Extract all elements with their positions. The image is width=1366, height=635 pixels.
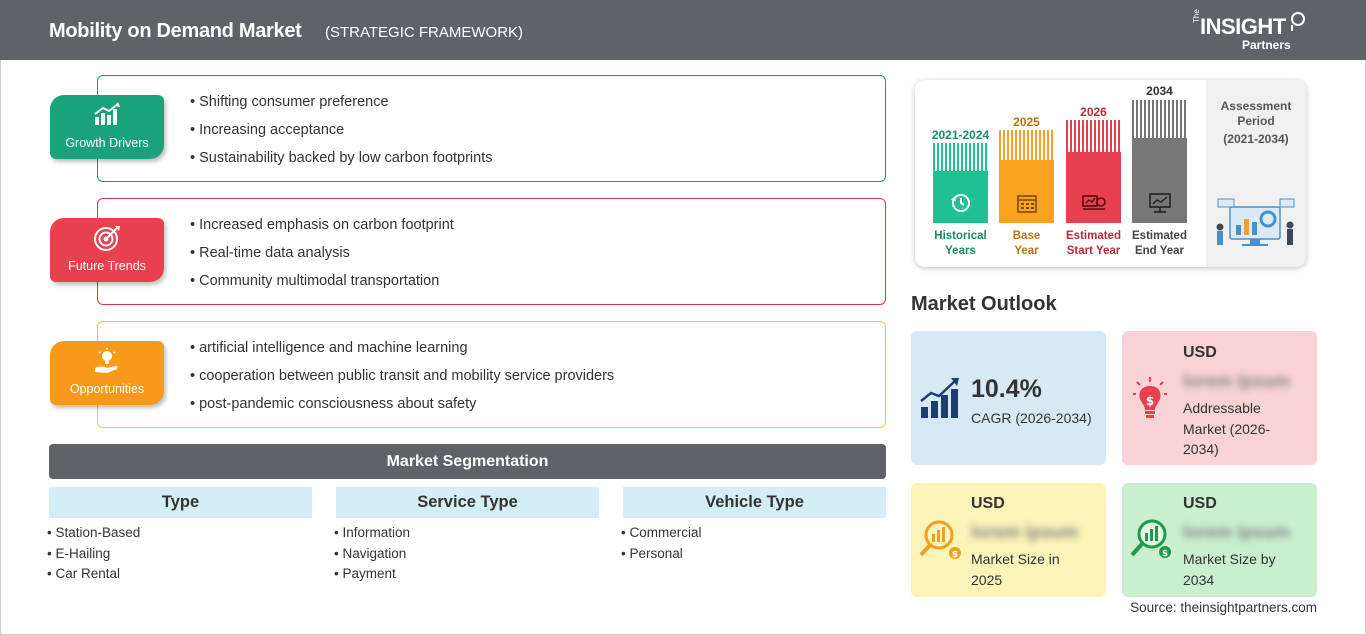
- assessment-range: (2021-2034): [1223, 132, 1289, 146]
- start-year-icon: [1082, 195, 1106, 210]
- year-caption: Estimated End Year: [1112, 229, 1207, 259]
- growth-chart-icon: [94, 102, 120, 125]
- svg-text:$: $: [1162, 549, 1168, 559]
- target-icon: [94, 226, 120, 251]
- year-label: 2021-2024: [931, 128, 990, 142]
- segment-item: Payment: [334, 566, 599, 587]
- size-2025-label: Market Size in 2025: [971, 551, 1060, 588]
- page-title: Mobility on Demand Market: [49, 20, 302, 42]
- year-caption: Estimated Start Year: [1046, 229, 1141, 259]
- assessment-period-panel: Assessment Period (2021-2034): [1206, 80, 1306, 267]
- market-outlook-title: Market Outlook: [911, 293, 1057, 315]
- header-bar: Mobility on Demand Market (STRATEGIC FRA…: [0, 0, 1366, 60]
- logo-sub: Partners: [1242, 38, 1291, 52]
- year-bar: [1066, 120, 1121, 223]
- magnifier-chart-icon: $: [1130, 519, 1171, 559]
- magnifier-chart-icon: $: [919, 520, 961, 560]
- growth-bars-icon: [920, 378, 959, 418]
- list-item: cooperation between public transit and m…: [190, 368, 614, 396]
- year-end: 2034 Estimated End Year: [1132, 80, 1187, 267]
- growth-drivers-box: Shifting consumer preference Increasing …: [97, 75, 886, 182]
- future-trends-box: Increased emphasis on carbon footprint R…: [97, 198, 886, 305]
- list-item: artificial intelligence and machine lear…: [190, 340, 614, 368]
- year-start: 2026 Estimated Start Year: [1066, 80, 1121, 267]
- size-2034-label: Market Size by 2034: [1183, 551, 1276, 588]
- segment-item: Information: [334, 525, 599, 546]
- year-caption: Historical Years: [913, 229, 1008, 259]
- segment-item: Navigation: [334, 546, 599, 567]
- list-item: Increasing acceptance: [190, 122, 493, 150]
- cagr-label: CAGR (2026-2034): [971, 410, 1092, 426]
- list-item: Real-time data analysis: [190, 245, 454, 273]
- year-caption-line1: Estimated: [1132, 230, 1187, 242]
- analytics-people-icon: [1216, 198, 1295, 246]
- list-item: Sustainability backed by low carbon foot…: [190, 150, 492, 178]
- insight-partners-logo[interactable]: The INSIGHT Partners: [1192, 9, 1312, 53]
- year-label: 2025: [1013, 115, 1040, 129]
- segment-item: Car Rental: [47, 566, 312, 587]
- opportunities-label: Opportunities: [69, 382, 145, 396]
- year-historical: 2021-2024 Historical Years: [932, 80, 989, 267]
- year-caption-line2: End Year: [1134, 245, 1184, 257]
- segment-item: E-Hailing: [47, 546, 312, 567]
- calendar-icon: [1017, 195, 1037, 213]
- svg-text:$: $: [1146, 394, 1154, 408]
- list-item: Increased emphasis on carbon footprint: [190, 217, 454, 245]
- segment-column-vehicle-type: Vehicle Type Commercial Personal: [623, 487, 886, 566]
- year-base: 2025 Base Year: [999, 80, 1054, 267]
- addressable-usd: USD: [1183, 344, 1217, 361]
- cagr-value: 10.4%: [971, 375, 1042, 403]
- addressable-market-card: $ USD lorem ipsum Addressable Market (20…: [1122, 331, 1317, 465]
- segment-column-service-type: Service Type Information Navigation Paym…: [336, 487, 599, 587]
- future-trends-tag: Future Trends: [50, 218, 164, 282]
- list-item: Community multimodal transportation: [190, 273, 454, 301]
- segmentation-title: Market Segmentation: [49, 444, 886, 479]
- year-caption-line2: Year: [1014, 245, 1039, 257]
- history-icon: [951, 194, 970, 212]
- segment-column-type: Type Station-Based E-Hailing Car Rental: [49, 487, 312, 587]
- segment-item: Commercial: [621, 525, 886, 546]
- source-credit[interactable]: Source: theinsightpartners.com: [1130, 600, 1317, 615]
- market-size-2025-card: $ USD lorem ipsum Market Size in 2025: [911, 483, 1106, 597]
- segment-header: Service Type: [336, 487, 599, 518]
- logo-magnifier-icon: [1291, 12, 1305, 31]
- segment-item: Personal: [621, 546, 886, 567]
- cagr-card: 10.4% CAGR (2026-2034): [911, 331, 1106, 465]
- year-caption-line2: Start Year: [1066, 245, 1121, 257]
- year-bar: [933, 143, 988, 223]
- addressable-label: Addressable Market (2026-2034): [1183, 400, 1271, 457]
- year-caption-line2: Years: [945, 245, 976, 257]
- opportunities-box: artificial intelligence and machine lear…: [97, 321, 886, 428]
- size-2025-usd: USD: [971, 495, 1005, 512]
- page-subtitle: (STRATEGIC FRAMEWORK): [325, 24, 524, 41]
- future-trends-label: Future Trends: [68, 259, 146, 273]
- year-caption-line1: Base: [1012, 230, 1041, 242]
- opportunities-tag: Opportunities: [50, 341, 164, 405]
- year-caption: Base Year: [979, 229, 1074, 259]
- year-caption-line1: Estimated: [1066, 230, 1121, 242]
- logo-text: INSIGHT: [1200, 14, 1286, 39]
- lightbulb-hand-icon: [95, 348, 118, 373]
- size-2025-value: lorem ipsum: [971, 522, 1079, 542]
- size-2034-usd: USD: [1183, 495, 1217, 512]
- year-label: 2026: [1080, 105, 1107, 119]
- svg-text:$: $: [952, 550, 958, 560]
- year-caption-line1: Historical: [934, 230, 987, 242]
- segment-header: Vehicle Type: [623, 487, 886, 518]
- segment-header: Type: [49, 487, 312, 518]
- list-item: Shifting consumer preference: [190, 94, 493, 122]
- end-year-icon: [1149, 193, 1171, 213]
- size-2034-value: lorem ipsum: [1183, 522, 1291, 542]
- growth-drivers-tag: Growth Drivers: [50, 95, 164, 159]
- dollar-bulb-icon: $: [1133, 377, 1167, 418]
- year-label: 2034: [1146, 84, 1173, 98]
- market-size-2034-card: $ USD lorem ipsum Market Size by 2034: [1122, 483, 1317, 597]
- segment-item: Station-Based: [47, 525, 312, 546]
- growth-drivers-label: Growth Drivers: [65, 136, 149, 150]
- addressable-value: lorem ipsum: [1183, 371, 1291, 391]
- list-item: post-pandemic consciousness about safety: [190, 396, 614, 424]
- assessment-label: Assessment Period: [1220, 99, 1292, 128]
